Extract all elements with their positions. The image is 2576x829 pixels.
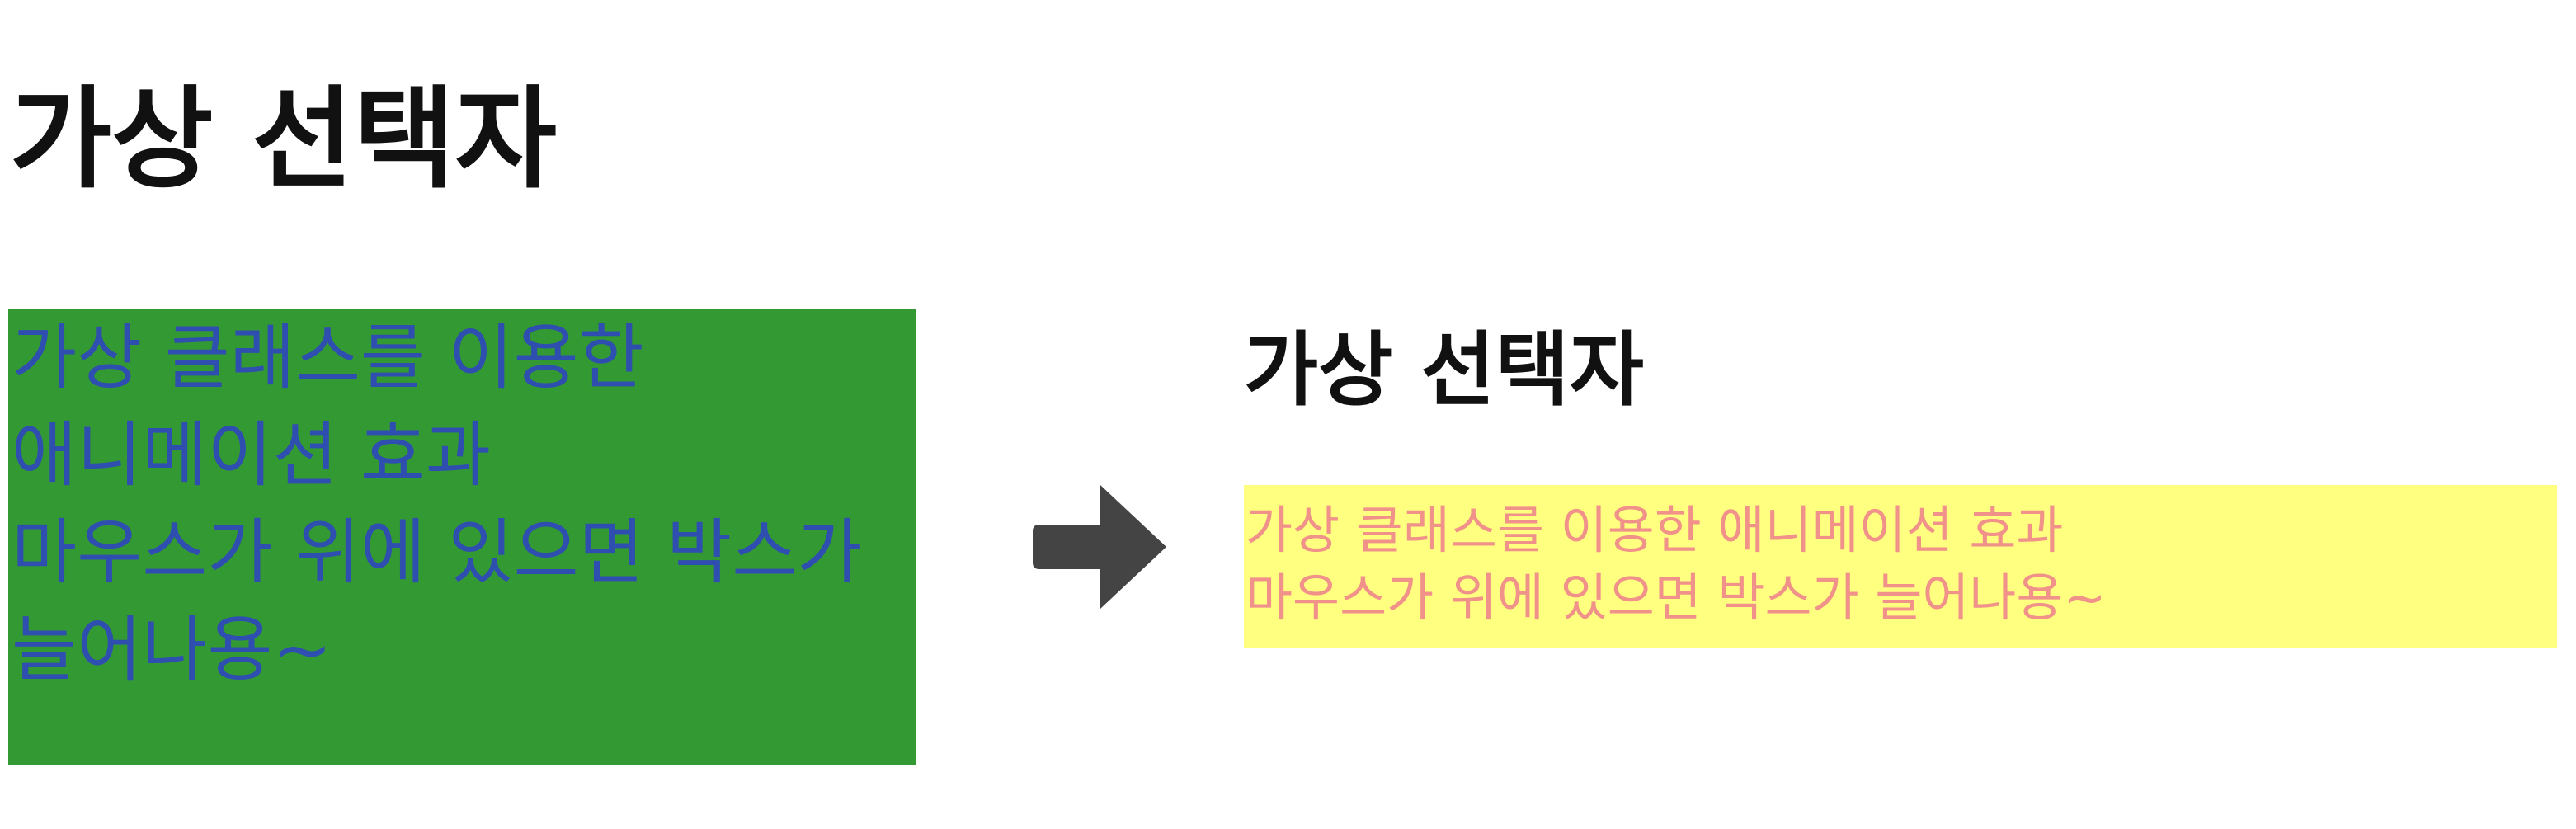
arrow-right-icon-shape: [1033, 485, 1166, 609]
preview-title: 가상 선택자: [1244, 323, 1644, 417]
preview-box-text-line-1: 가상 클래스를 이용한 애니메이션 효과: [1246, 500, 2064, 560]
box-text-line-2: 마우스가 위에 있으면 박스가 늘어나용~: [12, 511, 863, 691]
arrow-right-icon: [1033, 485, 1166, 609]
preview-box-text-line-2: 마우스가 위에 있으면 박스가 늘어나용~: [1246, 568, 2107, 628]
box-text-line-1: 가상 클래스를 이용한 애니메이션 효과: [12, 317, 644, 497]
animated-box-before-hover[interactable]: 가상 클래스를 이용한 애니메이션 효과 마우스가 위에 있으면 박스가 늘어나…: [8, 309, 916, 765]
animated-box-after-hover[interactable]: 가상 클래스를 이용한 애니메이션 효과 마우스가 위에 있으면 박스가 늘어나…: [1244, 485, 2557, 648]
page-title: 가상 선택자: [10, 75, 558, 204]
